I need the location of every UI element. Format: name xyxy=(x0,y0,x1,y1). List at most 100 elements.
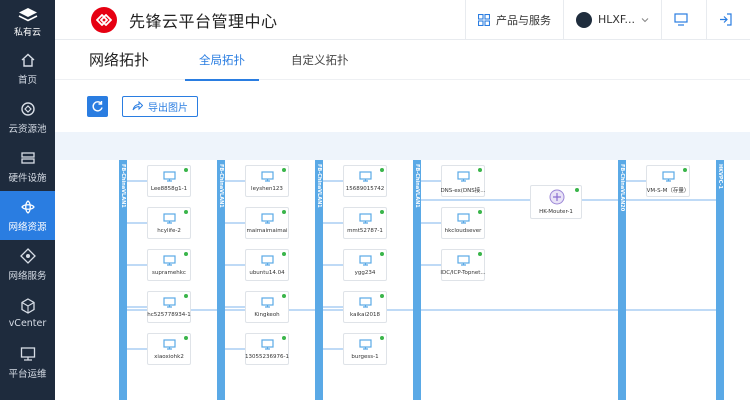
router-node[interactable] xyxy=(530,185,582,219)
vm-node-label: maimaimaimai xyxy=(246,228,288,234)
export-label: 导出图片 xyxy=(148,102,188,114)
vm-node-label: IDC/ICP-Topnet... xyxy=(440,270,486,276)
divider xyxy=(661,0,662,40)
vlan-bar[interactable] xyxy=(716,160,724,400)
vm-node-label: DNS-ex(DNS接... xyxy=(440,188,486,194)
vm-node[interactable] xyxy=(343,207,387,239)
sidebar-item-label: 平台运维 xyxy=(8,368,47,380)
vm-node-label: mmt52787-1 xyxy=(347,228,383,234)
share-icon xyxy=(132,101,143,111)
router-label: HK-Mouter-1 xyxy=(539,209,573,215)
sidebar-item-network-service[interactable]: 网络服务 xyxy=(0,240,55,289)
layers-icon xyxy=(18,7,37,21)
status-dot xyxy=(184,168,188,172)
vlan-label: FB-ChinaVLAN1 xyxy=(414,164,420,208)
sidebar-item-ops[interactable]: 平台运维 xyxy=(0,338,55,387)
sidebar-item-label: 硬件设施 xyxy=(8,172,47,184)
vm-node[interactable] xyxy=(245,207,289,239)
network-service-icon xyxy=(19,247,36,264)
vm-node[interactable] xyxy=(147,249,191,281)
sidebar-item-hardware[interactable]: 硬件设施 xyxy=(0,142,55,191)
status-dot xyxy=(380,294,384,298)
vm-node[interactable] xyxy=(147,165,191,197)
user-menu-button[interactable]: HLXF... xyxy=(564,0,661,40)
vm-node-label: xiaoxiohk2 xyxy=(154,354,184,360)
toolbar: 导出图片 xyxy=(55,80,750,132)
brand-label: 私有云 xyxy=(13,27,41,38)
logout-button[interactable] xyxy=(707,0,750,40)
status-dot xyxy=(380,336,384,340)
cloud-pool-icon xyxy=(20,101,35,116)
status-dot xyxy=(575,188,579,192)
status-dot xyxy=(282,210,286,214)
vm-node[interactable] xyxy=(245,333,289,365)
topology-canvas[interactable]: FB-ChinaVLAN1 FB-ChinaVLAN1 FB-ChinaVLAN1 F… xyxy=(55,132,750,400)
vlan-bar[interactable] xyxy=(413,160,421,400)
export-image-button[interactable]: 导出图片 xyxy=(122,95,198,117)
vm-node-label: leyshen123 xyxy=(251,186,283,192)
vlan-bar[interactable] xyxy=(119,160,127,400)
vm-node-label: hkcloudsever xyxy=(444,228,482,234)
divider xyxy=(563,0,564,40)
vm-node[interactable] xyxy=(147,333,191,365)
tab-global-topology[interactable]: 全局拓扑 xyxy=(185,40,260,81)
products-services-button[interactable]: 产品与服务 xyxy=(466,0,563,40)
topology-area[interactable]: FB-ChinaVLAN1 FB-ChinaVLAN1 FB-ChinaVLAN1 F… xyxy=(55,160,750,400)
refresh-button[interactable] xyxy=(87,95,108,117)
status-dot xyxy=(282,294,286,298)
divider xyxy=(706,0,707,40)
topology-links xyxy=(127,180,716,350)
vm-node-label: Lee8858g1-1 xyxy=(150,186,188,192)
vm-node-label: Kingkeoh xyxy=(254,312,280,318)
vm-node[interactable] xyxy=(245,165,289,197)
vm-node[interactable] xyxy=(343,291,387,323)
router-icon xyxy=(549,189,565,205)
vm-node[interactable] xyxy=(343,333,387,365)
sidebar-item-home[interactable]: 首页 xyxy=(0,44,55,93)
status-dot xyxy=(184,210,188,214)
brand-logo xyxy=(91,6,117,33)
sidebar-item-network-resource[interactable]: 网络资源 xyxy=(0,191,55,240)
sidebar-item-vcenter[interactable]: vCenter xyxy=(0,289,55,338)
vlan-bar[interactable] xyxy=(618,160,626,400)
vm-node[interactable] xyxy=(441,207,485,239)
vm-node-label: ubuntu14.04 xyxy=(249,270,285,276)
vm-node[interactable] xyxy=(646,165,690,197)
vlan-bar[interactable] xyxy=(217,160,225,400)
vm-node[interactable] xyxy=(147,291,191,323)
vm-node[interactable] xyxy=(343,249,387,281)
sidebar-item-label: 网络资源 xyxy=(8,221,47,233)
vlan-label: FB-ChinaVLAN1 xyxy=(120,164,126,208)
vlan-label: FB-ChinaVLAN20 xyxy=(619,164,625,212)
network-resource-icon xyxy=(20,199,35,214)
hardware-icon xyxy=(20,151,35,164)
vm-node-label: VM-S-M（存量） xyxy=(646,188,690,194)
page-title: 网络拓扑 xyxy=(89,51,150,69)
vm-node[interactable] xyxy=(147,207,191,239)
vm-node-label: ygg234 xyxy=(354,270,376,276)
vm-node[interactable] xyxy=(343,165,387,197)
vm-node-label: 15689015742 xyxy=(345,186,385,192)
grid-icon xyxy=(478,13,490,26)
vm-node[interactable] xyxy=(441,165,485,197)
vm-node[interactable] xyxy=(245,291,289,323)
screen-button[interactable] xyxy=(662,0,706,40)
status-dot xyxy=(184,294,188,298)
app-title: 先锋云平台管理中心 xyxy=(129,11,278,31)
vlan-label: FB-ChinaVLAN1 xyxy=(218,164,224,208)
status-dot xyxy=(282,252,286,256)
brand[interactable]: 私有云 xyxy=(0,0,55,44)
status-dot xyxy=(282,168,286,172)
vlan-bar[interactable] xyxy=(315,160,323,400)
sidebar: 私有云 首页 云资源池 硬件设施 网络资源 网络服务 xyxy=(0,0,55,400)
sidebar-item-label: 云资源池 xyxy=(8,123,47,135)
vm-node[interactable] xyxy=(245,249,289,281)
vm-node-label: burgess-1 xyxy=(351,354,379,360)
user-name: HLXF... xyxy=(598,13,635,26)
vm-node[interactable] xyxy=(441,249,485,281)
tab-custom-topology[interactable]: 自定义拓扑 xyxy=(291,52,349,67)
sidebar-item-cloud-pool[interactable]: 云资源池 xyxy=(0,93,55,142)
vm-node-label: hcylife-2 xyxy=(157,228,181,234)
divider xyxy=(465,0,466,40)
status-dot xyxy=(282,336,286,340)
